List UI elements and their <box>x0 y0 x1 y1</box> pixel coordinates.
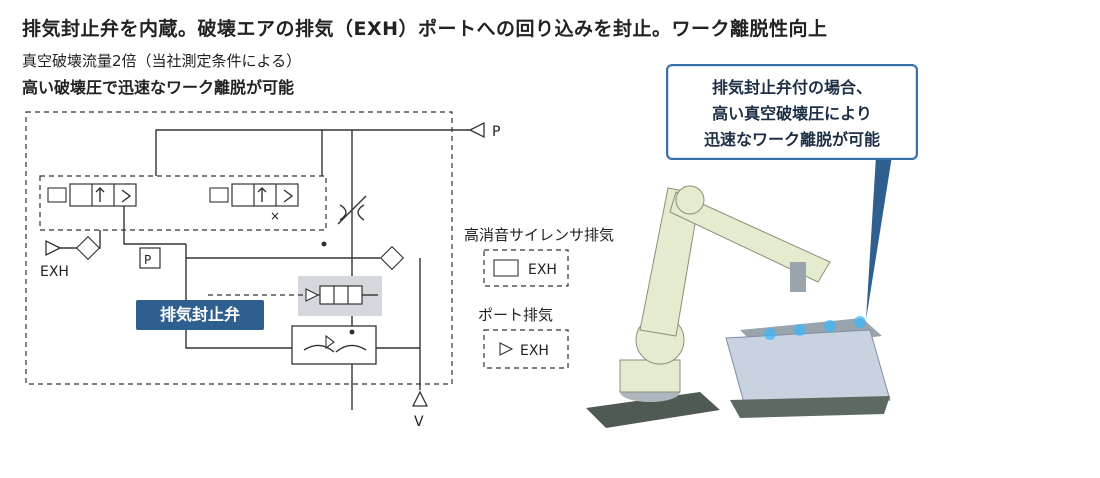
exh-left-label: EXH <box>40 264 69 280</box>
headline: 排気封止弁を内蔵。破壊エアの排気（EXH）ポートへの回り込みを封止。ワーク離脱性… <box>22 18 828 40</box>
callout-line-1: 排気封止弁付の場合、 <box>711 78 872 97</box>
port-exhaust-title: ポート排気 <box>478 306 553 324</box>
housing-outline <box>25 111 453 385</box>
throttle-valve <box>339 204 365 221</box>
callout-line-2: 高い真空破壊圧により <box>712 104 872 123</box>
pressure-switch <box>139 247 161 269</box>
callout-pointer <box>866 156 892 320</box>
callout-line-3: 迅速なワーク離脱が可能 <box>703 130 880 149</box>
valve-x-mark: × <box>270 209 280 223</box>
port-v-label: V <box>414 414 424 430</box>
release-valve <box>209 183 299 207</box>
exh-left-triangle <box>45 239 62 257</box>
valve-block-outline <box>39 175 327 231</box>
subline-pressure: 高い破壊圧で迅速なワーク離脱が可能 <box>22 78 295 97</box>
port-v-triangle <box>411 390 429 407</box>
pressure-switch-label: P <box>144 253 151 267</box>
seal-valve-badge: 排気封止弁 <box>136 300 264 330</box>
filter-icon-right <box>379 245 405 271</box>
port-p-triangle <box>468 121 485 139</box>
silencer-exh-label: EXH <box>528 262 557 278</box>
robot-illustration <box>586 156 892 428</box>
port-exhaust-box <box>483 329 569 369</box>
seal-valve-symbol <box>319 285 363 305</box>
subline-flow: 真空破壊流量2倍（当社測定条件による） <box>22 52 302 70</box>
silencer-box <box>483 249 569 287</box>
ejector-block <box>291 325 377 365</box>
port-exhaust-label: EXH <box>520 343 549 359</box>
silencer-title: 高消音サイレンサ排気 <box>464 226 614 244</box>
supply-line <box>155 129 470 140</box>
filter-icon-left <box>75 235 101 261</box>
callout-box: 排気封止弁付の場合、 高い真空破壊圧により 迅速なワーク離脱が可能 <box>666 64 918 160</box>
silencer-icon <box>493 259 519 277</box>
port-p-label: P <box>492 124 500 140</box>
port-exhaust-triangle <box>499 342 514 356</box>
supply-valve <box>47 183 137 207</box>
